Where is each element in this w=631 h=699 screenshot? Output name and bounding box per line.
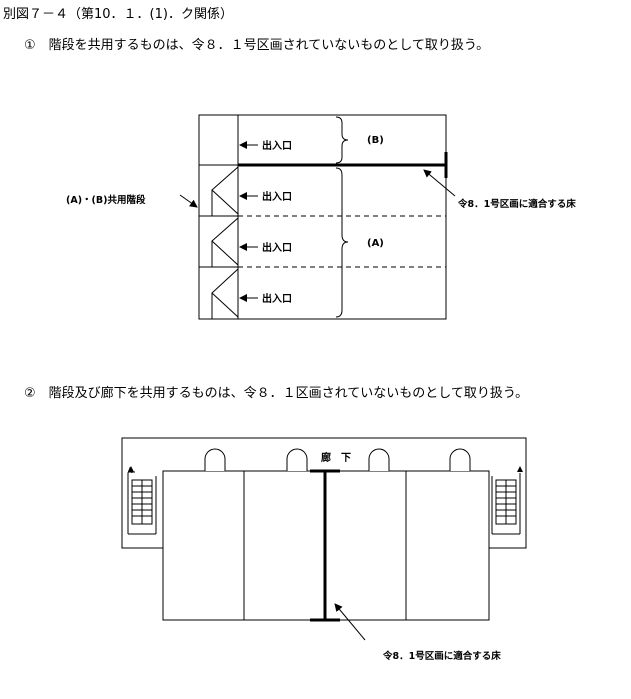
fig2-door [204, 448, 226, 471]
fig1-floor-callout-arrow [423, 169, 456, 197]
fig1-entrance-label: 出入口 [262, 292, 292, 305]
figure1-building: 出入口 出入口 出入口 出入口 (B) (A) (A)・(B)共用階段 令8．1… [66, 114, 576, 320]
fig1-entrance-label: 出入口 [262, 190, 292, 203]
fig2-door [286, 448, 308, 471]
fig2-corridor-label: 廊 下 [321, 451, 351, 464]
fig1-stair-flight [211, 268, 239, 318]
fig1-brace-b [335, 116, 349, 164]
figure1-caption: ① 階段を共用するものは、令８．１号区画されていないものとして取り扱う。 [24, 38, 490, 53]
figure-heading: 別図７－４（第10．１．(1)．ク関係） [3, 7, 233, 22]
fig2-left-stair [127, 466, 157, 535]
fig2-floor-label: 令8．1号区画に適合する床 [382, 650, 501, 662]
fig2-right-stair [491, 466, 523, 535]
figure2-caption: ② 階段及び廊下を共用するものは、令８．１区画されていないものとして取り扱う。 [24, 386, 529, 401]
fig1-entrance-label: 出入口 [262, 139, 292, 152]
figure2-building: 廊 下 [121, 437, 527, 662]
fig2-door [368, 448, 390, 471]
fig1-outer-frame [198, 114, 447, 320]
fig1-shared-stair-label: (A)・(B)共用階段 [66, 194, 146, 206]
fig1-brace-a [335, 167, 349, 318]
fig1-entrance-label: 出入口 [262, 241, 292, 254]
fig1-floor-label: 令8．1号区画に適合する床 [457, 198, 576, 210]
fig1-shared-stair-arrow [179, 194, 198, 208]
fig1-stair-flight [211, 217, 239, 266]
fig1-label-a: (A) [367, 238, 384, 249]
fig2-door [449, 448, 471, 471]
fig2-floor-callout-arrow [334, 603, 366, 641]
fig1-stair-flight [211, 166, 239, 215]
fig1-label-b: (B) [367, 135, 384, 146]
